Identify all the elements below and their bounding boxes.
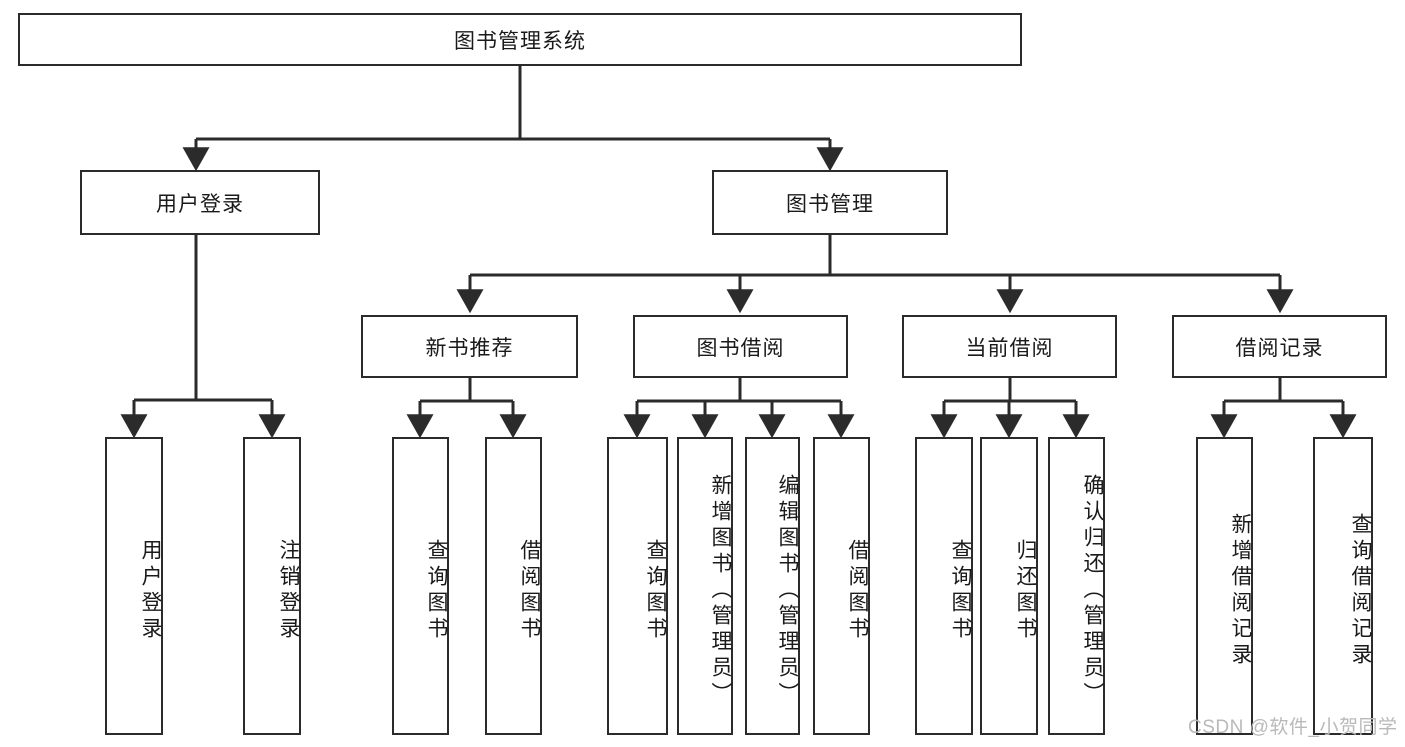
node-book-borrow[interactable]: 图书借阅 [633, 315, 848, 378]
node-book-management[interactable]: 图书管理 [712, 170, 948, 235]
node-borrow-records[interactable]: 借阅记录 [1172, 315, 1387, 378]
node-new-book-recommend[interactable]: 新书推荐 [361, 315, 578, 378]
leaf-current-query-book[interactable]: 查询图书 [915, 437, 973, 735]
csdn-watermark: CSDN @软件_小贺同学 [1188, 717, 1398, 738]
node-current-borrow[interactable]: 当前借阅 [902, 315, 1117, 378]
leaf-borrow-query-book[interactable]: 查询图书 [607, 437, 668, 735]
leaf-current-return-book[interactable]: 归还图书 [980, 437, 1038, 735]
leaf-records-add-record[interactable]: 新增借阅记录 [1196, 437, 1253, 735]
node-root-book-management-system[interactable]: 图书管理系统 [18, 13, 1022, 66]
leaf-user-login-login[interactable]: 用户登录 [105, 437, 163, 735]
leaf-borrow-add-book-admin[interactable]: 新增图书（管理员） [677, 437, 733, 735]
leaf-user-login-logout[interactable]: 注销登录 [243, 437, 301, 735]
leaf-current-confirm-return-admin[interactable]: 确认归还（管理员） [1048, 437, 1105, 735]
node-user-login[interactable]: 用户登录 [80, 170, 320, 235]
leaf-borrow-borrow-book[interactable]: 借阅图书 [813, 437, 870, 735]
leaf-recommend-borrow-book[interactable]: 借阅图书 [485, 437, 542, 735]
leaf-records-query-record[interactable]: 查询借阅记录 [1313, 437, 1373, 735]
leaf-recommend-query-book[interactable]: 查询图书 [392, 437, 449, 735]
leaf-borrow-edit-book-admin[interactable]: 编辑图书（管理员） [745, 437, 800, 735]
